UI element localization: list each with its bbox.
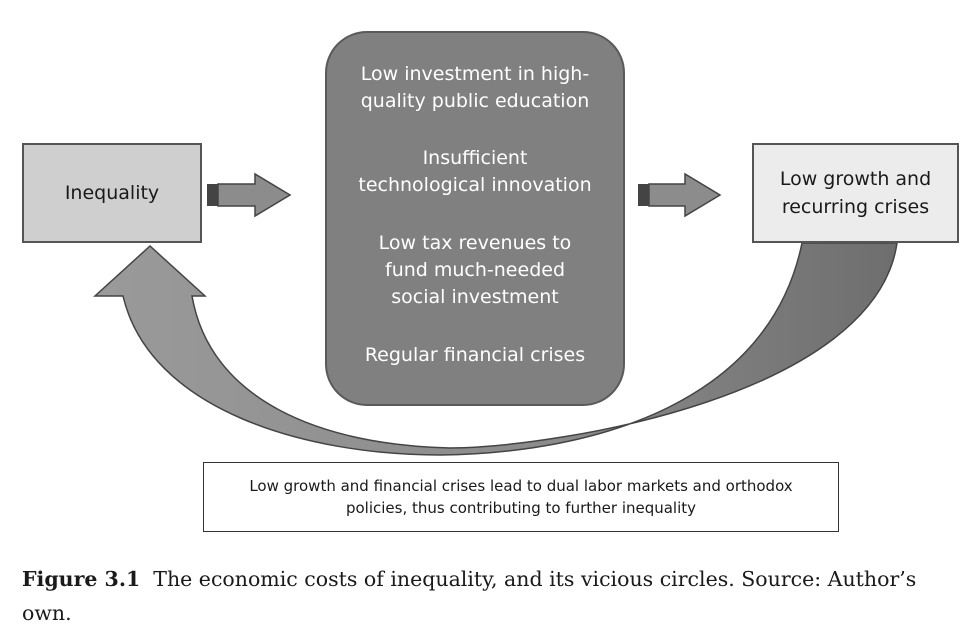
factor-item: Insufficient technological innovation xyxy=(358,147,592,196)
low-growth-label: Low growth and recurring crises xyxy=(779,168,932,218)
factor-item: Low tax revenues to fund much-needed soc… xyxy=(378,232,572,308)
arrow-factors-to-low-growth xyxy=(638,172,722,218)
factors-box: Low investment in high- quality public e… xyxy=(325,31,625,406)
figure-label: Figure 3.1 xyxy=(22,567,141,591)
figure-caption: Figure 3.1 The economic costs of inequal… xyxy=(22,562,962,630)
inequality-node: Inequality xyxy=(22,143,202,243)
arrow-inequality-to-factors xyxy=(207,172,292,218)
feedback-curved-arrow xyxy=(93,242,898,456)
factor-item: Low investment in high- quality public e… xyxy=(360,63,590,112)
figure-caption-text: The economic costs of inequality, and it… xyxy=(22,567,917,625)
feedback-note-box: Low growth and financial crises lead to … xyxy=(203,462,839,532)
factor-item: Regular financial crises xyxy=(364,344,586,366)
feedback-note-text: Low growth and financial crises lead to … xyxy=(249,477,793,517)
inequality-label: Inequality xyxy=(64,182,160,204)
low-growth-node: Low growth and recurring crises xyxy=(752,143,959,243)
